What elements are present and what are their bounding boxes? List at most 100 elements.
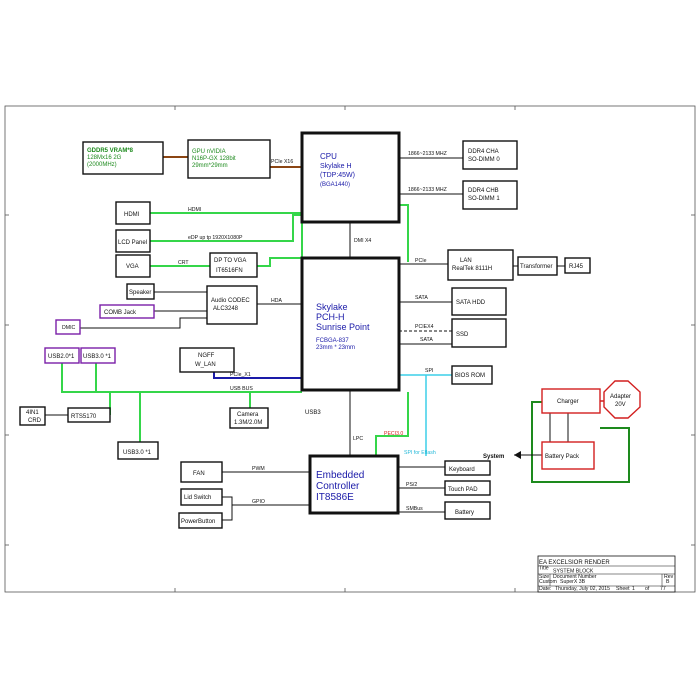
- signal-labels: PCIe X16 1866~2133 MHZ 1866~2133 MHZ HDM…: [178, 151, 447, 512]
- bios-label: BIOS ROM: [455, 373, 485, 379]
- sig-hda: HDA: [271, 298, 282, 304]
- docnum-label: Document Number: [553, 574, 597, 580]
- sig-ps2: PS/2: [406, 482, 417, 488]
- sig-peci: PECI3.0: [384, 431, 403, 437]
- sig-usb-bus: USB BUS: [230, 386, 253, 392]
- sata-hdd-label: SATA HDD: [456, 300, 486, 306]
- date-label: Date:: [539, 586, 551, 592]
- gpu-block: GPU nVIDIA N16P-GX 128bit 29mm*29mm: [187, 139, 271, 179]
- hdmi-block: HDMI: [115, 201, 151, 225]
- ssd-label: SSD: [456, 332, 469, 338]
- usb30a-label: USB3.0 *1: [83, 354, 112, 360]
- comb-jack-block: COMB Jack: [99, 304, 155, 319]
- charger-label: Charger: [557, 399, 579, 405]
- gpu-line1: GPU nVIDIA: [192, 149, 226, 155]
- size-label: Size: [539, 574, 549, 580]
- power-button-block: PowerButton: [178, 512, 223, 529]
- size-value: Custom: [539, 579, 557, 585]
- sig-pcie-x16: PCIe X16: [271, 159, 293, 165]
- vga-label: VGA: [126, 264, 139, 270]
- rj45-label: RJ45: [569, 264, 584, 270]
- camera-line1: Camera: [237, 412, 259, 418]
- charger-block: Charger: [541, 388, 601, 414]
- rev-value: B: [666, 579, 670, 585]
- crd-line1: 4IN1: [26, 410, 39, 416]
- dp-vga-line2: IT6516FN: [216, 268, 243, 274]
- cpu-line3: (TDP:45W): [320, 172, 355, 179]
- cpu-block: CPU Skylake H (TDP:45W) (BGA1440): [300, 131, 401, 224]
- fan-block: FAN: [180, 461, 223, 483]
- rev-label: Rev: [664, 574, 674, 580]
- ec-line3: IT8586E: [316, 492, 354, 503]
- gddr5-block: GDDR5 VRAM*8 128Mx16 2G (2000MHz): [82, 141, 164, 175]
- title-block: EA EXCELSIOR RENDER Title SYSTEM BLOCK S…: [537, 555, 676, 593]
- date-value: Thursday, July 02, 2015: [555, 586, 610, 592]
- fan-label: FAN: [193, 471, 205, 477]
- title-label: Title: [539, 566, 549, 572]
- touchpad-block: Touch PAD: [444, 480, 491, 496]
- transformer-block: Transformer: [517, 256, 558, 276]
- lan-block: LAN RealTek 8111H: [447, 249, 514, 281]
- sig-pwm: PWM: [252, 466, 265, 472]
- sig-sata1: SATA: [415, 295, 428, 301]
- card-reader-block: 4IN1 CRD: [19, 406, 46, 426]
- lid-label: Lid Switch: [184, 495, 211, 501]
- audio-codec-block: Audio CODEC ALC3248: [206, 285, 258, 325]
- lcd-label: LCD Panel: [118, 240, 147, 246]
- usb30a-block: USB3.0 *1: [80, 347, 116, 364]
- lid-switch-block: Lid Switch: [180, 488, 223, 506]
- battery-block: Battery: [444, 501, 491, 520]
- camera-line2: 1.3M/2.0M: [234, 420, 262, 426]
- sata-hdd-block: SATA HDD: [451, 287, 507, 316]
- dmic-label: DMIC: [62, 325, 76, 331]
- keyboard-block: Keyboard: [444, 460, 491, 476]
- battery-pack-block: Battery Pack: [541, 441, 595, 470]
- lan-line2: RealTek 8111H: [452, 266, 492, 272]
- pch-line5: 23mm * 23mm: [316, 345, 355, 351]
- pch-line4: FCBGA-837: [316, 338, 349, 344]
- border-ticks: [5, 106, 695, 592]
- gddr5-line2: 128Mx16 2G: [87, 155, 122, 161]
- ssd-block: SSD: [451, 318, 507, 348]
- power-label: PowerButton: [181, 519, 215, 525]
- camera-block: Camera 1.3M/2.0M: [229, 407, 269, 429]
- ngff-line2: W_LAN: [195, 362, 216, 368]
- sig-gpio: GPIO: [252, 499, 265, 505]
- pch-block: Skylake PCH-H Sunrise Point FCBGA-837 23…: [300, 256, 401, 416]
- pch-usb3: USB3: [305, 410, 321, 416]
- dimm0-block: DDR4 CHA SO-DIMM 0: [462, 140, 518, 170]
- sig-pcie-x1: PCIe_X1: [230, 372, 251, 378]
- gddr5-line3: (2000MHz): [87, 162, 117, 168]
- sig-hdmi: HDMI: [188, 207, 201, 213]
- transformer-label: Transformer: [520, 264, 552, 270]
- dimm1-line2: SO-DIMM 1: [468, 196, 500, 202]
- sig-mem-b: 1866~2133 MHZ: [408, 187, 447, 193]
- crd-line2: CRD: [28, 418, 42, 424]
- sheet-value: 1: [632, 586, 635, 592]
- usb30b-block: USB3.0 *1: [117, 441, 159, 460]
- dimm1-line1: DDR4 CHB: [468, 188, 499, 194]
- ngff-block: NGFF W_LAN: [179, 347, 235, 373]
- vga-block: VGA: [115, 254, 151, 278]
- battery-label: Battery: [455, 510, 474, 516]
- sheet-border: [4, 105, 696, 593]
- cpu-line4: (BGA1440): [320, 182, 350, 188]
- sig-spi: SPI: [425, 368, 433, 374]
- lan-line1: LAN: [460, 258, 472, 264]
- speaker-block: Speaker: [126, 283, 155, 300]
- codec-line2: ALC3248: [213, 306, 239, 312]
- gpu-line3: 29mm*29mm: [192, 163, 228, 169]
- battery-pack-label: Battery Pack: [545, 454, 580, 460]
- sig-lpc: LPC: [353, 436, 363, 442]
- ngff-line1: NGFF: [198, 353, 215, 359]
- touchpad-label: Touch PAD: [448, 487, 478, 493]
- dimm1-block: DDR4 CHB SO-DIMM 1: [462, 180, 518, 210]
- sig-mem-a: 1866~2133 MHZ: [408, 151, 447, 157]
- dimm0-line2: SO-DIMM 0: [468, 157, 500, 163]
- comb-jack-label: COMB Jack: [104, 310, 137, 316]
- codec-line1: Audio CODEC: [211, 298, 250, 304]
- lcd-block: LCD Panel: [115, 229, 151, 253]
- sheet-label: Sheet: [616, 586, 630, 592]
- sig-edp: eDP up tp 1920X1080P: [188, 235, 243, 241]
- cpu-line2: Skylake H: [320, 163, 352, 170]
